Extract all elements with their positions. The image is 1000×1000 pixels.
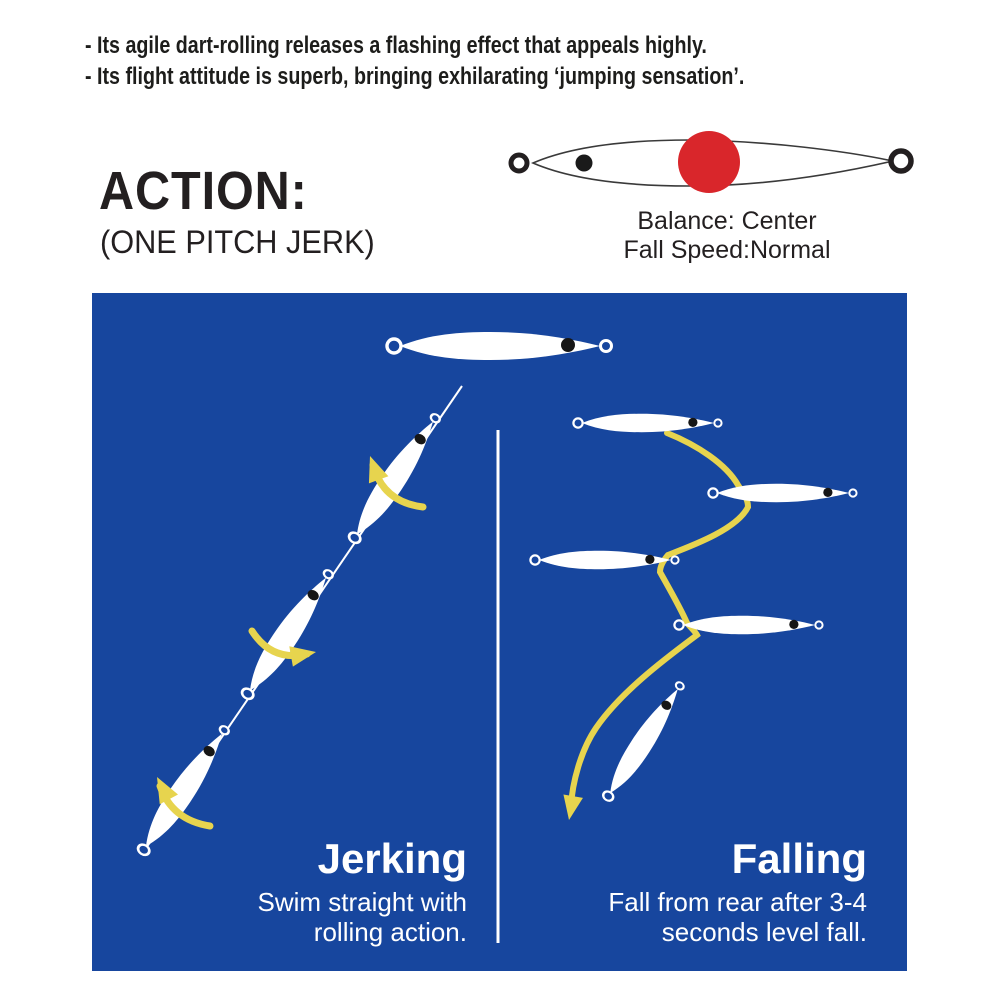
feature-line-2: - Its flight attitude is superb, bringin… [85, 63, 745, 90]
rolling-arrow-icon [360, 452, 427, 511]
balance-point-dot [678, 131, 740, 193]
jerking-title: Jerking [317, 835, 467, 882]
falling-desc-1: Fall from rear after 3-4 [608, 887, 867, 917]
jig-lure-icon [385, 330, 614, 362]
fall-speed-line: Fall Speed:Normal [623, 236, 831, 264]
falling-title: Falling [731, 835, 867, 882]
falling-label: Falling Fall from rear after 3-4 seconds… [608, 835, 867, 948]
balance-line: Balance: Center [637, 207, 817, 235]
feature-bullets: - Its agile dart-rolling releases a flas… [85, 30, 744, 92]
balance-lure-icon [508, 131, 914, 193]
action-diagram [129, 330, 858, 943]
jig-lure-icon [572, 412, 723, 434]
jig-lure-icon [529, 549, 680, 571]
jerking-desc-1: Swim straight with [257, 887, 468, 917]
action-subheading: (ONE PITCH JERK) [100, 224, 375, 260]
action-diagram-panel: Jerking Swim straight with rolling actio… [92, 293, 907, 971]
rolling-arrow-icon [147, 772, 214, 830]
front-ring-icon [508, 152, 530, 174]
feature-line-1: - Its agile dart-rolling releases a flas… [85, 32, 707, 59]
jig-lure-icon [595, 676, 692, 807]
balance-caption: Balance: Center Fall Speed:Normal [577, 207, 877, 265]
jig-lure-icon [129, 719, 238, 862]
jerking-label: Jerking Swim straight with rolling actio… [257, 835, 468, 948]
action-heading: ACTION: [99, 161, 308, 221]
falling-desc-2: seconds level fall. [661, 917, 867, 947]
jerking-desc-2: rolling action. [313, 917, 467, 947]
fall-arrowhead-icon [559, 794, 583, 822]
rolling-arrow-icon [248, 627, 318, 667]
rear-ring-icon [888, 148, 914, 174]
jig-lure-icon [707, 482, 858, 504]
lure-eye [575, 154, 593, 172]
